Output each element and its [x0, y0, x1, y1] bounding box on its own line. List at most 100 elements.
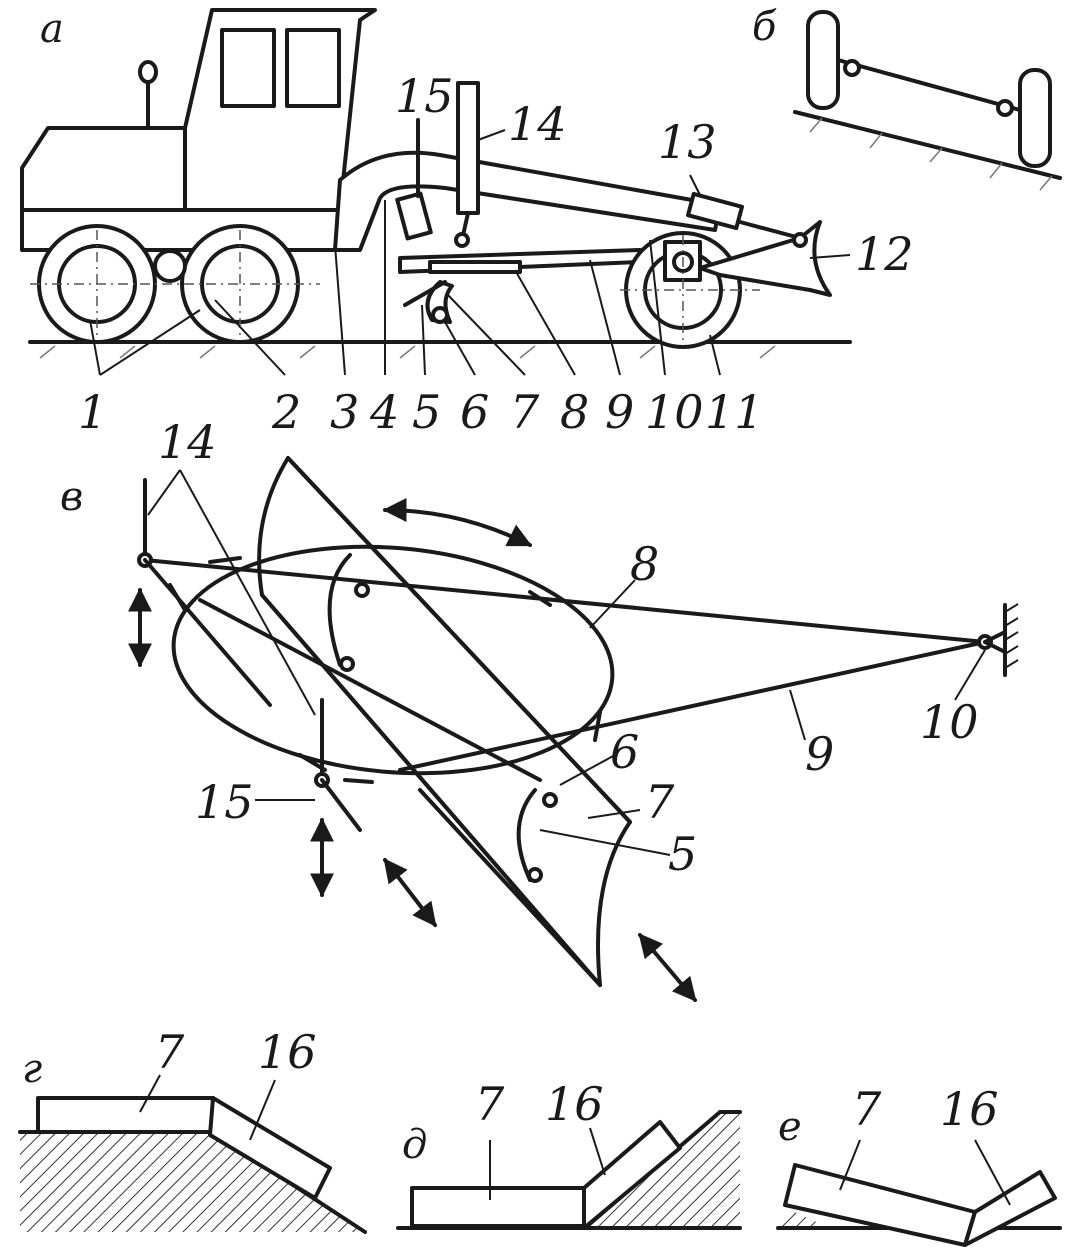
label-v-8: 8: [630, 537, 659, 591]
blade-7-g: [36, 1096, 215, 1134]
ground-slope-d: [585, 1112, 740, 1228]
leader-e7: [839, 1139, 861, 1191]
label-v-5: 5: [668, 827, 697, 881]
label-v-7: 7: [645, 775, 675, 829]
label-14: 14: [508, 97, 567, 151]
label-1: 1: [78, 385, 107, 439]
label-g-7: 7: [155, 1025, 185, 1079]
section-label-e: е: [778, 1104, 802, 1150]
label-e-16: 16: [940, 1082, 999, 1136]
rotate-arrow: [382, 498, 533, 547]
cab-window-right: [285, 28, 341, 108]
blade-7-lower: [418, 788, 602, 987]
cylinder-13-rod: [738, 220, 802, 240]
pivot-10-link-bot: [983, 640, 1007, 654]
knife-16-e: [963, 1170, 1057, 1247]
cab-window-left: [220, 28, 276, 108]
blade-7-d: [410, 1186, 586, 1228]
knife-16-g: [208, 1096, 332, 1200]
blade-7-top-edge: [286, 456, 632, 824]
view-a: а 1 2 3 4 5 6 7 8 9 10 11 12 13 14 15: [20, 6, 914, 439]
label-7: 7: [510, 385, 540, 439]
section-label-g: г: [22, 1046, 42, 1092]
pin-upper-a: [354, 582, 370, 598]
label-v-10: 10: [920, 695, 979, 749]
label-9: 9: [605, 385, 634, 439]
label-d-16: 16: [545, 1077, 604, 1131]
label-v-6: 6: [610, 725, 639, 779]
view-v: в: [60, 415, 1019, 1002]
label-v-15: 15: [195, 775, 254, 829]
pin-lower: [527, 867, 543, 883]
axle-b-joint-left: [843, 59, 861, 77]
pin-6: [542, 792, 558, 808]
knife-16-d: [582, 1120, 682, 1230]
wheel-b-left: [806, 10, 840, 110]
view-d: д 7 16: [396, 1077, 742, 1230]
drawbar-lower-9: [398, 640, 987, 772]
leader-g7: [139, 1074, 161, 1113]
wall-hatch: [1004, 603, 1019, 669]
pin-upper-b: [339, 656, 355, 672]
ground-hatch-a: [39, 345, 776, 359]
arc-5-upper: [327, 553, 352, 667]
wheel-b-right: [1018, 68, 1052, 168]
label-v-14: 14: [158, 415, 217, 469]
label-v-9: 9: [805, 727, 834, 781]
section-label-a: а: [40, 6, 64, 52]
label-e-7: 7: [852, 1082, 882, 1136]
exhaust-cap: [138, 60, 158, 84]
label-2: 2: [271, 385, 301, 439]
label-6: 6: [460, 385, 489, 439]
view-b: б: [752, 4, 1062, 191]
link-14: [143, 558, 272, 707]
ground-line-b: [793, 110, 1062, 180]
circle-8: [428, 260, 522, 274]
blade-7-mid: [198, 598, 542, 782]
shift-arrow-left: [383, 858, 437, 927]
section-label-d: д: [402, 1122, 427, 1168]
pivot-10-link-top: [983, 630, 1007, 644]
leaders-v: [147, 469, 986, 856]
leader-g16: [249, 1079, 276, 1141]
link-15: [320, 778, 362, 832]
label-10: 10: [645, 385, 704, 439]
label-11: 11: [705, 385, 764, 439]
front-blade-pivot: [792, 232, 808, 248]
leaders-a: [89, 129, 851, 376]
ground-wedge-e: [780, 1210, 830, 1228]
section-label-b: б: [752, 4, 777, 50]
label-g-16: 16: [258, 1025, 317, 1079]
blade-arm-5: [403, 280, 447, 307]
engine-hood: [20, 126, 187, 212]
cylinder-13: [686, 191, 744, 231]
ground-hatch-b: [809, 117, 1053, 191]
label-15: 15: [395, 69, 454, 123]
label-5: 5: [412, 385, 441, 439]
label-8: 8: [560, 385, 589, 439]
section-label-v: в: [60, 474, 83, 520]
label-3: 3: [330, 385, 359, 439]
turn-circle-8: [171, 544, 615, 776]
label-13: 13: [658, 115, 717, 169]
leader-e16: [974, 1139, 1011, 1206]
label-4: 4: [369, 385, 399, 439]
circle-clamps: [168, 556, 602, 784]
label-12: 12: [855, 227, 914, 281]
lift-cylinder-14: [456, 81, 480, 215]
shift-arrow-right: [638, 933, 697, 1002]
shift-cylinder-15: [395, 191, 433, 241]
view-e: е 7 16: [776, 1082, 1062, 1247]
ground-slope-g: [20, 1132, 365, 1232]
arc-5-lower: [516, 788, 537, 882]
blade-7-bottom-edge: [260, 593, 602, 987]
blade-7-plan: [257, 456, 632, 987]
balancer-hub: [153, 249, 187, 283]
view-g: г 7 16: [18, 1025, 367, 1234]
leader-d16: [589, 1127, 606, 1176]
blade-7-e: [783, 1163, 977, 1247]
axle-b: [836, 58, 1022, 112]
label-d-7: 7: [475, 1077, 505, 1131]
axle-b-joint-right: [996, 99, 1014, 117]
